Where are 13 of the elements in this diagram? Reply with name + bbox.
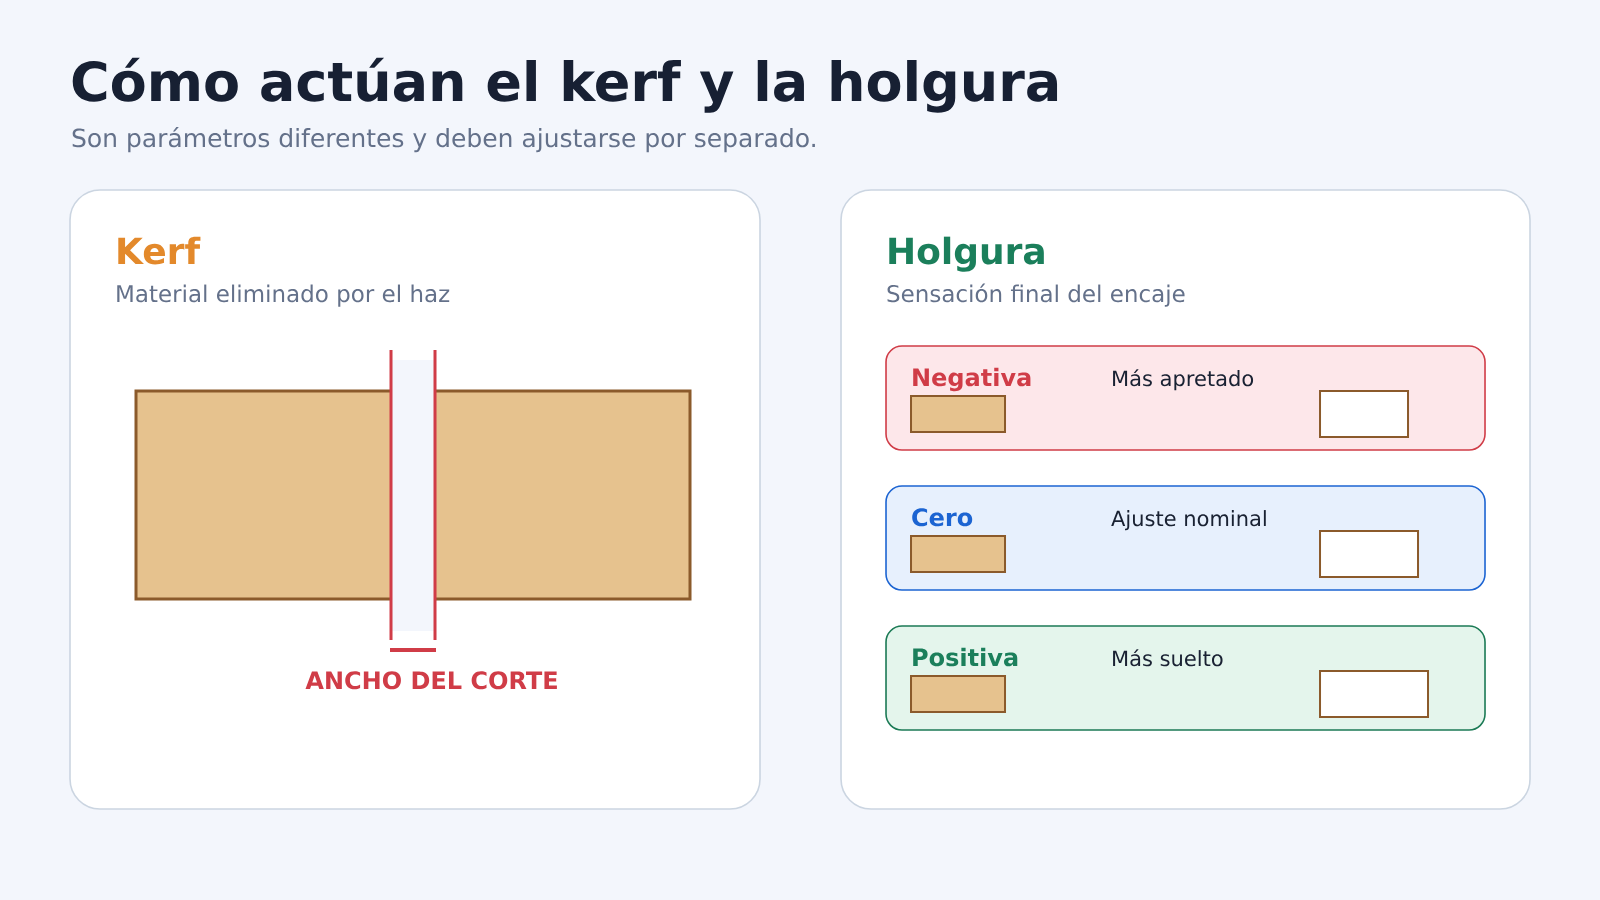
row-description: Más suelto bbox=[1113, 649, 1223, 667]
title: Cómo actúan el kerf y la holgura bbox=[72, 57, 1058, 113]
card-subtitle: Material eliminado por el haz bbox=[117, 284, 450, 307]
row-label: Negativa bbox=[913, 367, 1031, 392]
dimension-label: ANCHO DEL CORTE bbox=[305, 671, 557, 690]
card-subtitle: Sensación final del encaje bbox=[887, 283, 1185, 307]
card-title: Kerf bbox=[118, 236, 201, 265]
row-label: Cero bbox=[912, 508, 973, 527]
subtitle: Son parámetros diferentes y deben ajustarse por separado. bbox=[72, 127, 815, 153]
row-description: Más apretado bbox=[1113, 369, 1254, 391]
row-label: Positiva bbox=[913, 647, 1018, 667]
row-description: Ajuste nominal bbox=[1111, 510, 1266, 531]
card-title: Holgura bbox=[889, 236, 1044, 272]
